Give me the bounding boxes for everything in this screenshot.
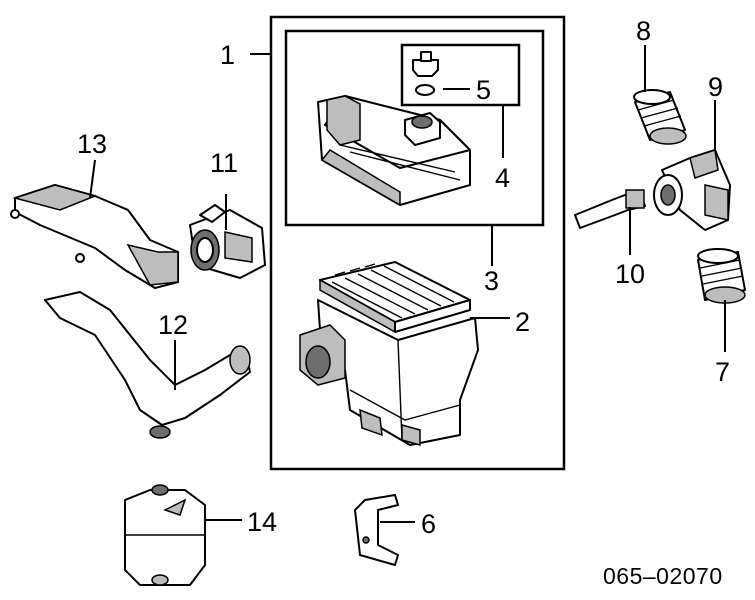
callout-8: 8	[636, 16, 651, 46]
part-7-intake-hose	[697, 248, 746, 304]
callout-14: 14	[247, 507, 277, 537]
assembly-frame-outer	[269, 15, 566, 471]
part-5-sensor	[412, 51, 439, 96]
part-8-intake-hose	[633, 89, 687, 145]
assembly-frame-sensor	[400, 43, 521, 107]
part-10-breather-hose	[574, 189, 646, 229]
callout-9: 9	[708, 72, 723, 102]
part-11-airflow-meter	[189, 194, 266, 279]
part-13-intake-duct	[10, 159, 179, 289]
callout-13: 13	[77, 129, 107, 159]
part-2-air-filter-element	[319, 261, 471, 334]
callout-10: 10	[615, 259, 645, 289]
callout-2: 2	[515, 307, 530, 337]
callout-11: 11	[210, 148, 238, 178]
part-3-air-cleaner-case	[299, 299, 479, 446]
callout-1: 1	[220, 40, 235, 70]
part-4-air-cleaner-cap	[317, 95, 471, 207]
part-12-intake-pipe	[44, 291, 251, 439]
drawing-code: 065–02070	[603, 563, 723, 589]
callout-5: 5	[476, 75, 491, 105]
callout-4: 4	[495, 163, 510, 193]
callout-6: 6	[421, 509, 436, 539]
assembly-frame-inner	[284, 29, 545, 227]
part-6-bracket	[354, 494, 399, 566]
part-9-throttle-adapter	[653, 149, 731, 231]
callout-7: 7	[715, 357, 730, 387]
callout-3: 3	[484, 266, 499, 296]
part-14-resonator-tank	[124, 484, 206, 586]
callout-12: 12	[158, 310, 188, 340]
